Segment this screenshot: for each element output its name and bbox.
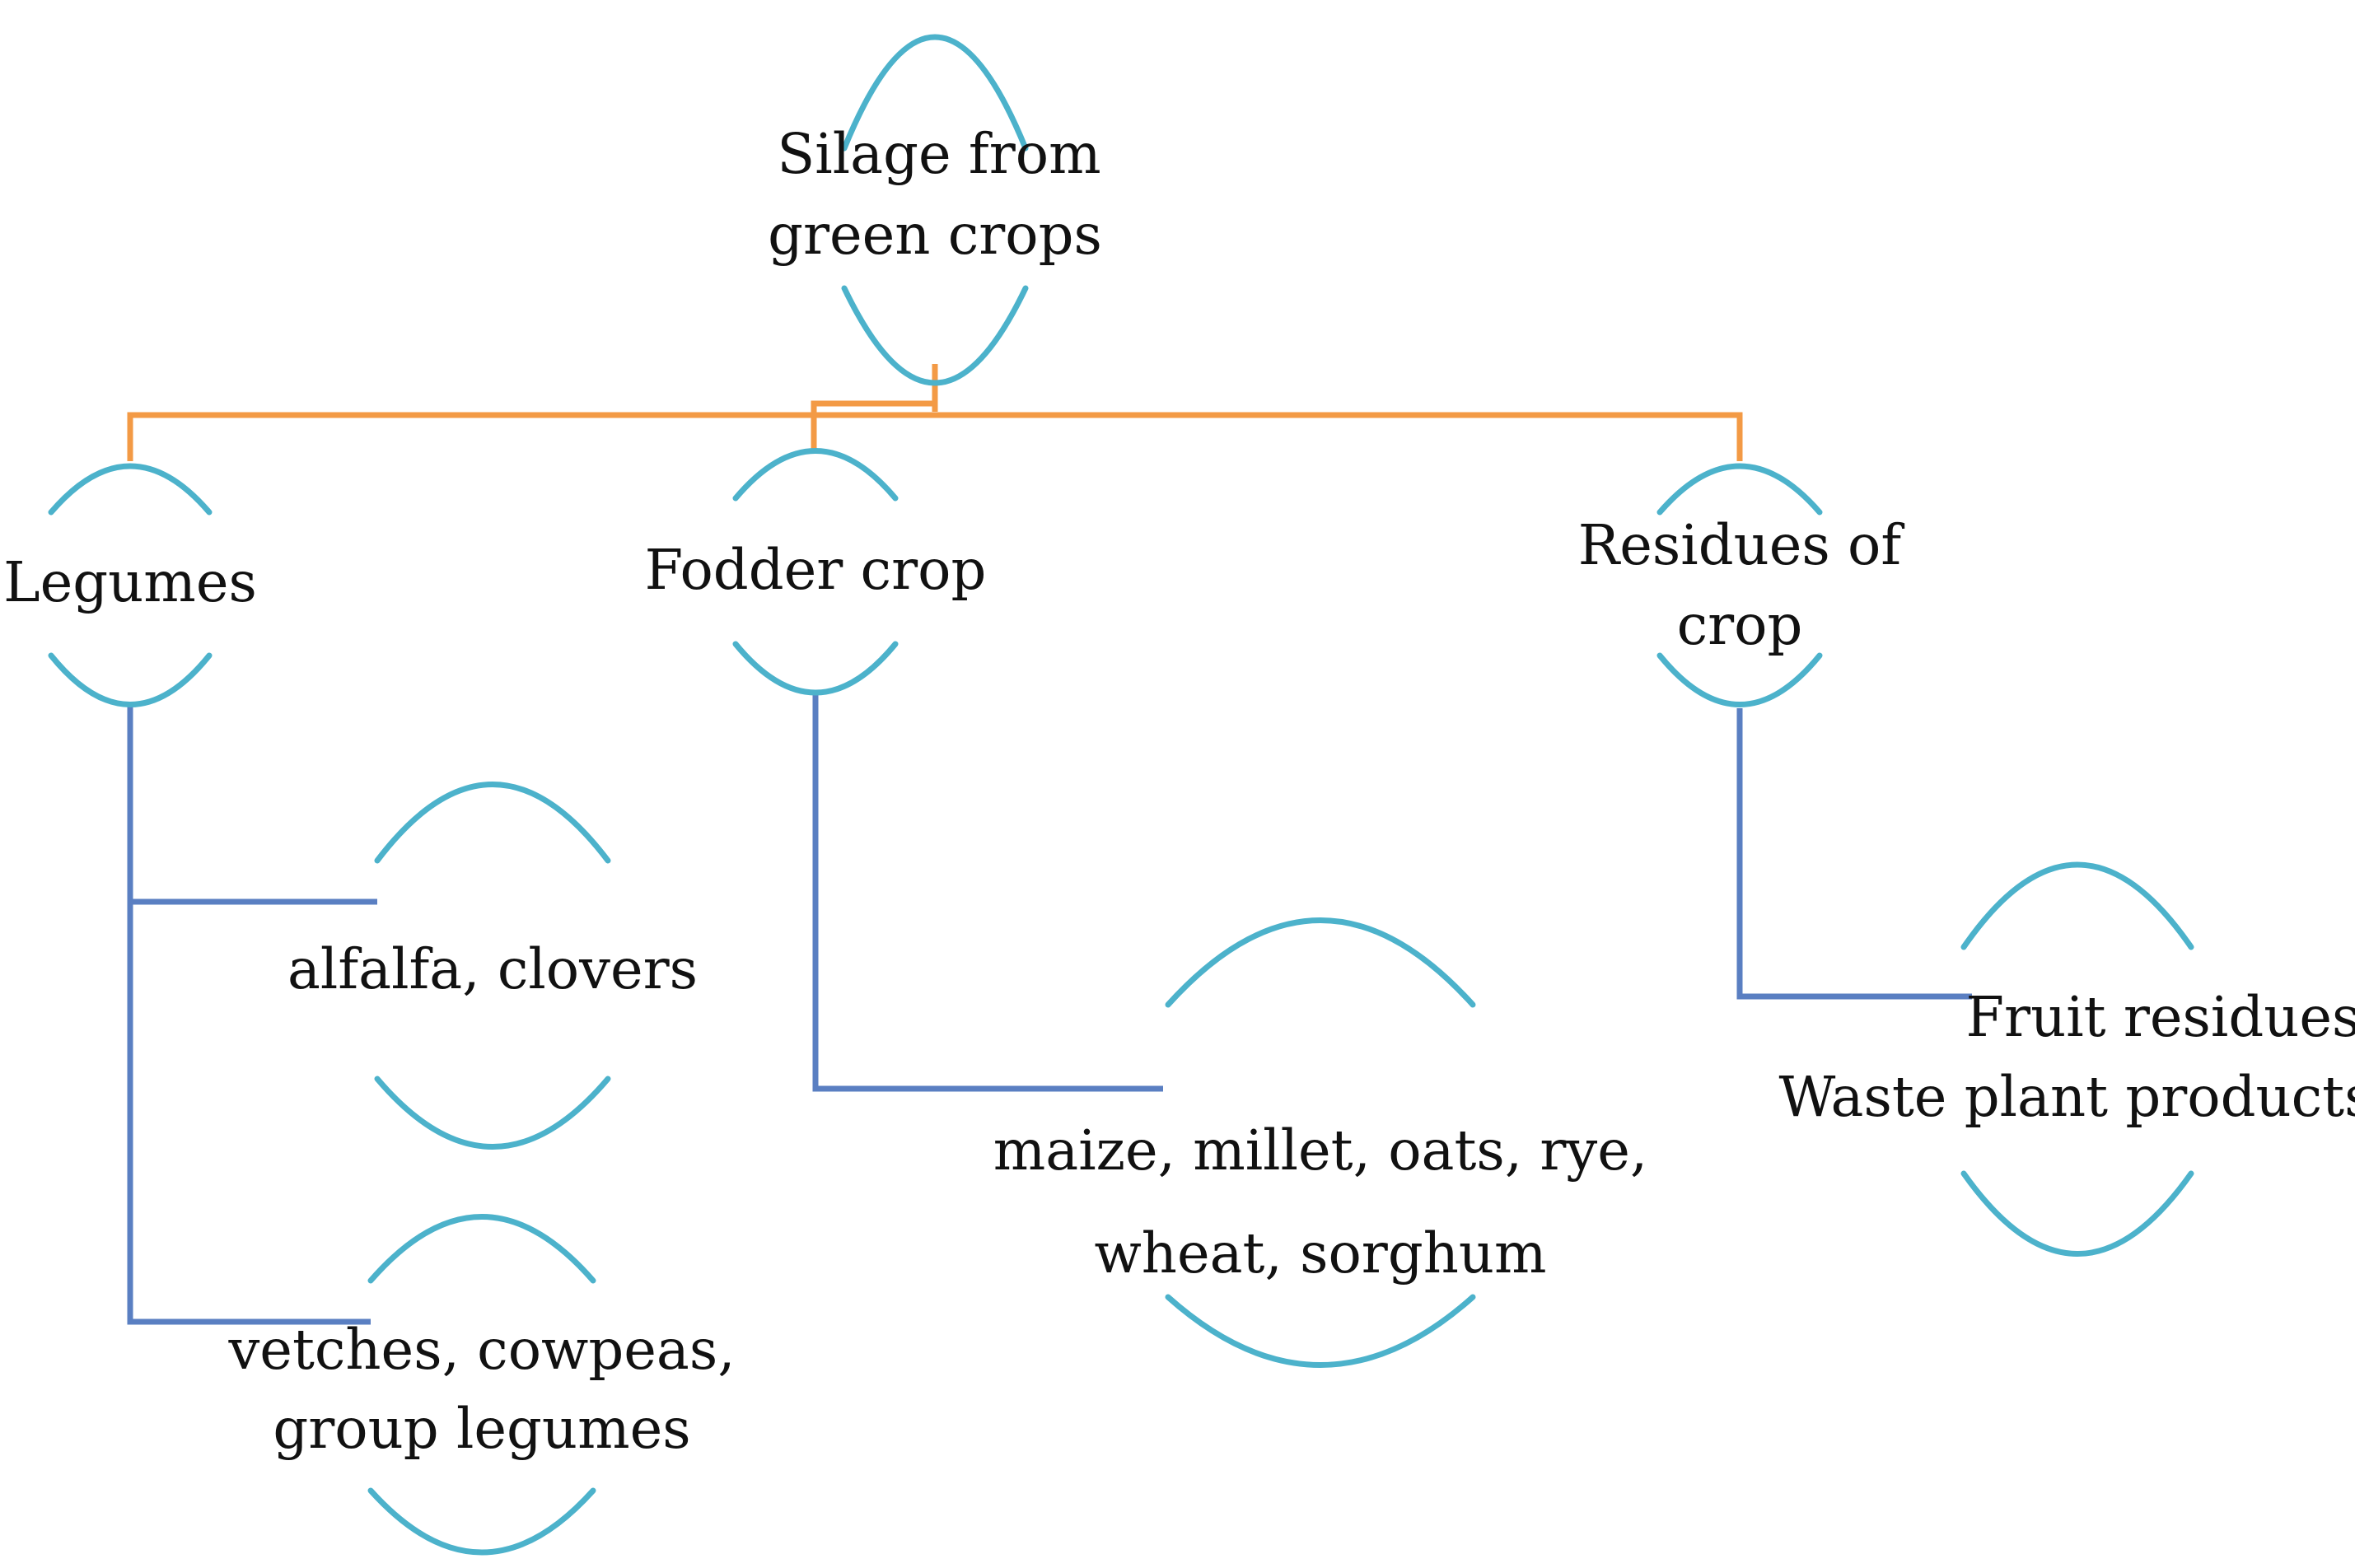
legumes-branch-line	[127, 707, 371, 1325]
alfalfa-top-arc	[374, 782, 611, 864]
leaf-node-vetches: vetches, cowpeas, group legumes	[227, 1214, 736, 1556]
residues-label-line1: Residues of	[1578, 513, 1905, 577]
fodder-branch-line	[812, 693, 1163, 1092]
fodder-crop-label: Fodder crop	[645, 538, 987, 602]
root-label-line1: Silage from	[777, 122, 1100, 186]
fodder-bottom-arc	[732, 641, 899, 696]
category-node-residues: Residues of crop	[1578, 463, 1905, 707]
alfalfa-label: alfalfa, clovers	[287, 937, 698, 1001]
fruit-label-line2: Waste plant products	[1778, 1065, 2355, 1129]
vetches-bottom-arc	[367, 1487, 596, 1556]
vetches-top-arc	[367, 1214, 596, 1284]
leaf-node-maize: maize, millet, oats, rye, wheat, sorghum	[993, 917, 1647, 1368]
category-node-fodder-crop: Fodder crop	[645, 448, 987, 696]
residues-branch-line	[1736, 708, 1972, 1000]
fruit-label-line1: Fruit residues	[1966, 985, 2355, 1049]
root-bottom-arc	[841, 285, 1029, 386]
root-connectors	[127, 364, 1743, 461]
vetches-label-line1: vetches, cowpeas,	[227, 1318, 735, 1382]
maize-label-line2: wheat, sorghum	[1094, 1221, 1546, 1286]
maize-bottom-arc	[1165, 1294, 1476, 1368]
root-label-line2: green crops	[768, 203, 1102, 267]
leaf-node-alfalfa: alfalfa, clovers	[287, 782, 698, 1150]
alfalfa-bottom-arc	[374, 1076, 611, 1150]
fruit-bottom-arc	[1960, 1170, 2194, 1257]
legumes-bottom-arc	[48, 652, 213, 707]
residues-label-line2: crop	[1677, 593, 1803, 657]
fodder-top-arc	[732, 448, 899, 502]
residues-bottom-arc	[1656, 652, 1823, 707]
root-top-arc	[841, 34, 1029, 152]
legumes-top-arc	[48, 463, 213, 516]
horizontal-branch-line	[127, 412, 1743, 461]
category-node-legumes: Legumes	[3, 463, 257, 707]
maize-label-line1: maize, millet, oats, rye,	[993, 1118, 1647, 1183]
maize-top-arc	[1165, 917, 1476, 1008]
residues-top-arc	[1656, 463, 1823, 516]
branch-connectors	[127, 693, 1972, 1325]
legumes-label: Legumes	[3, 550, 257, 614]
leaf-node-fruit-residues: Fruit residues Waste plant products	[1778, 861, 2355, 1257]
root-node: Silage from green crops	[768, 34, 1102, 386]
vetches-label-line2: group legumes	[273, 1397, 690, 1461]
fruit-top-arc	[1960, 861, 2194, 950]
